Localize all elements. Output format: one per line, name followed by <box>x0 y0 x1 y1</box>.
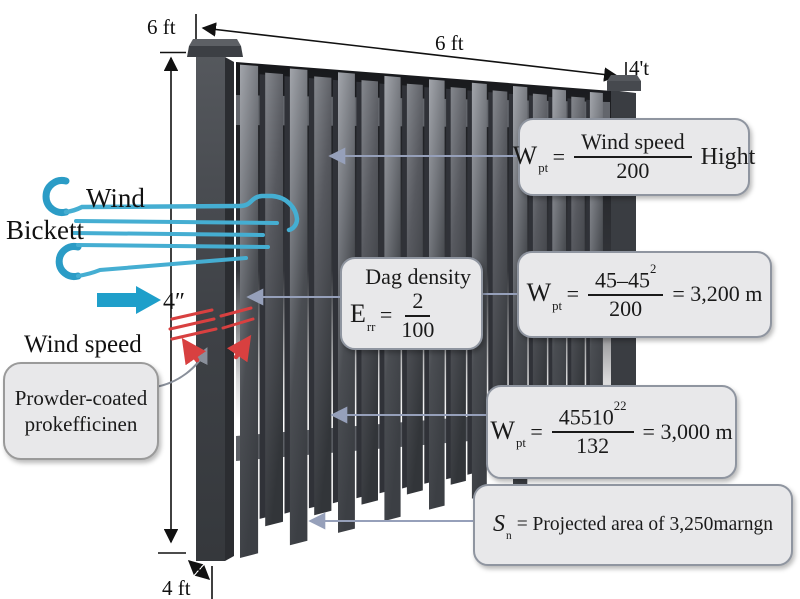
fraction: 4551022 132 <box>551 399 634 459</box>
fence-slat <box>284 76 292 514</box>
base-width-label: 4 ft <box>162 576 191 599</box>
panel-width-dimension-arrow <box>201 22 619 82</box>
formula-suffix: Hight <box>700 143 756 170</box>
fence-slat <box>314 76 332 516</box>
formula-box-projected-area: Sn = Projected area of 3,250marngn <box>473 484 793 566</box>
wind-streamline <box>74 219 279 225</box>
stress-mark <box>219 306 253 318</box>
wind-graphics <box>42 177 300 314</box>
wind-swirl-icon <box>55 243 82 280</box>
wind-streamline <box>76 243 270 249</box>
fence-slat <box>492 90 508 476</box>
coating-line2: prokefficinen <box>24 412 138 436</box>
fence-slat <box>265 72 283 527</box>
fraction: Wind speed 200 <box>574 130 692 183</box>
formula-result: = 3,000 m <box>642 418 733 444</box>
stress-marks <box>168 306 255 366</box>
fence-slat <box>289 68 308 546</box>
formula-text: = Projected area of 3,250marngn <box>516 514 773 536</box>
red-force-arrow-icon <box>181 337 207 366</box>
stress-mark <box>221 317 255 330</box>
formula-lhs: Wpt = <box>526 278 579 313</box>
base-width-dimension-arrow <box>187 560 211 580</box>
fence-slat <box>308 78 316 509</box>
formula-box-wind-pressure: Wpt = Wind speed 200 Hight <box>513 118 755 196</box>
panel-width-label: 6 ft <box>435 31 464 55</box>
formula-lhs: Sn <box>493 510 512 542</box>
wind-streamline-curved <box>63 193 300 233</box>
fraction: 45–452 200 <box>587 262 664 322</box>
formula-lhs: Wpt = <box>512 140 566 176</box>
fence-slat <box>240 64 259 558</box>
stress-mark <box>170 327 218 341</box>
formula-lhs: Err = <box>350 299 393 334</box>
wind-streamline <box>76 256 248 278</box>
dimension-lines <box>158 14 627 599</box>
wind-swirl-icon <box>42 177 70 216</box>
red-force-arrow-icon <box>226 334 252 363</box>
left-post-cap <box>189 39 241 46</box>
coating-label-box: Prowder-coated prokefficinen <box>3 362 159 460</box>
wind-streamline <box>72 231 265 237</box>
formula-result: = 3,200 m <box>672 281 763 307</box>
formula-box-calc-3000: Wpt = 4551022 132 = 3,000 m <box>486 385 737 479</box>
fence-slat <box>332 79 340 504</box>
post-width-label: 4″ <box>163 289 185 315</box>
bickett-label: Bickett <box>6 215 84 245</box>
fraction: 2 100 <box>401 287 435 342</box>
corner-mark-label: 4't <box>629 56 649 80</box>
post-height-label: 6 ft <box>147 15 176 39</box>
coating-line1: Prowder-coated <box>14 385 148 410</box>
right-post-cap <box>607 75 641 81</box>
stress-mark <box>170 308 214 321</box>
formula-lhs: Wpt = <box>490 415 543 451</box>
drag-density-title: Dag density <box>365 263 471 289</box>
left-fence-post <box>187 39 243 561</box>
formula-box-drag-density: Dag density Err = 2 100 <box>340 257 483 350</box>
wind-label: Wind <box>86 183 145 213</box>
wind-direction-arrow-icon <box>97 286 161 314</box>
wind-speed-label: Wind speed <box>24 331 142 358</box>
formula-box-calc-3200: Wpt = 45–452 200 = 3,200 m <box>517 251 772 338</box>
stress-mark <box>168 317 216 331</box>
